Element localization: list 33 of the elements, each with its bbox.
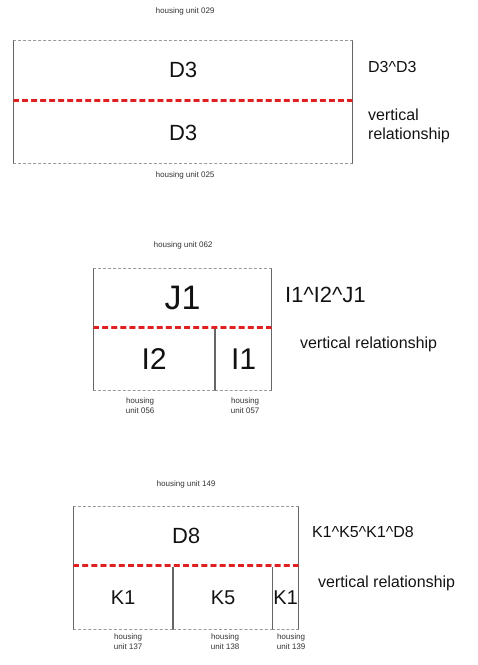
unit-number-label: housing unit 139 [276,632,306,652]
unit-number-label: housing unit 056 [124,396,156,416]
unit-number-label: housing unit 138 [210,632,240,652]
unit-number-label: housing unit 062 [152,240,214,250]
housing-unit-box [73,567,173,630]
unit-code: D3 [168,59,198,81]
housing-unit-box [93,329,215,391]
unit-number-label: housing unit 057 [230,396,260,416]
housing-unit-box [272,567,299,630]
unit-code: K1 [273,588,298,608]
unit-number-label: housing unit 149 [156,479,216,489]
relationship-note: D3^D3 [368,58,418,78]
housing-unit-box [215,329,272,391]
unit-code: K5 [210,588,236,608]
unit-number-label: housing unit 029 [154,6,216,16]
unit-number-label: housing unit 025 [154,170,216,180]
unit-code: I2 [141,344,167,374]
relationship-note: vertical relationship [318,573,456,592]
housing-unit-box [13,40,353,102]
unit-code: D8 [172,524,200,546]
housing-unit-box [93,268,272,329]
housing-unit-box [73,506,299,567]
unit-code: I1 [230,344,256,374]
housing-unit-box [13,102,353,164]
unit-number-label: housing unit 137 [112,632,144,652]
housing-unit-box [173,567,273,630]
unit-code: D3 [168,122,198,144]
relationship-note: vertical relationship [300,334,438,354]
relationship-note: K1^K5^K1^D8 [312,523,415,542]
relationship-note: vertical relationship [368,106,451,144]
relationship-note: I1^I2^J1 [285,282,367,308]
unit-code: K1 [110,588,136,608]
unit-code: J1 [164,280,200,314]
